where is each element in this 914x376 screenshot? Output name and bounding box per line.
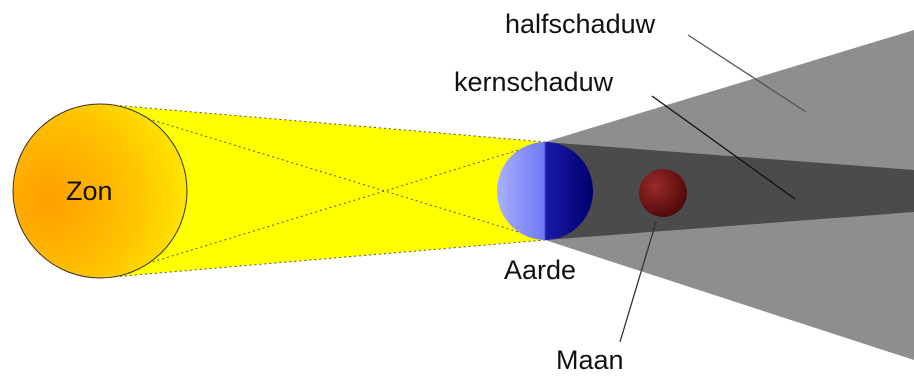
moon-label: Maan	[556, 347, 624, 374]
penumbra-label: halfschaduw	[505, 11, 655, 38]
umbra-label: kernschaduw	[454, 69, 613, 96]
earth-label: Aarde	[504, 257, 576, 284]
moon	[639, 169, 687, 217]
sun-label: Zon	[66, 178, 113, 205]
earth	[497, 142, 593, 240]
